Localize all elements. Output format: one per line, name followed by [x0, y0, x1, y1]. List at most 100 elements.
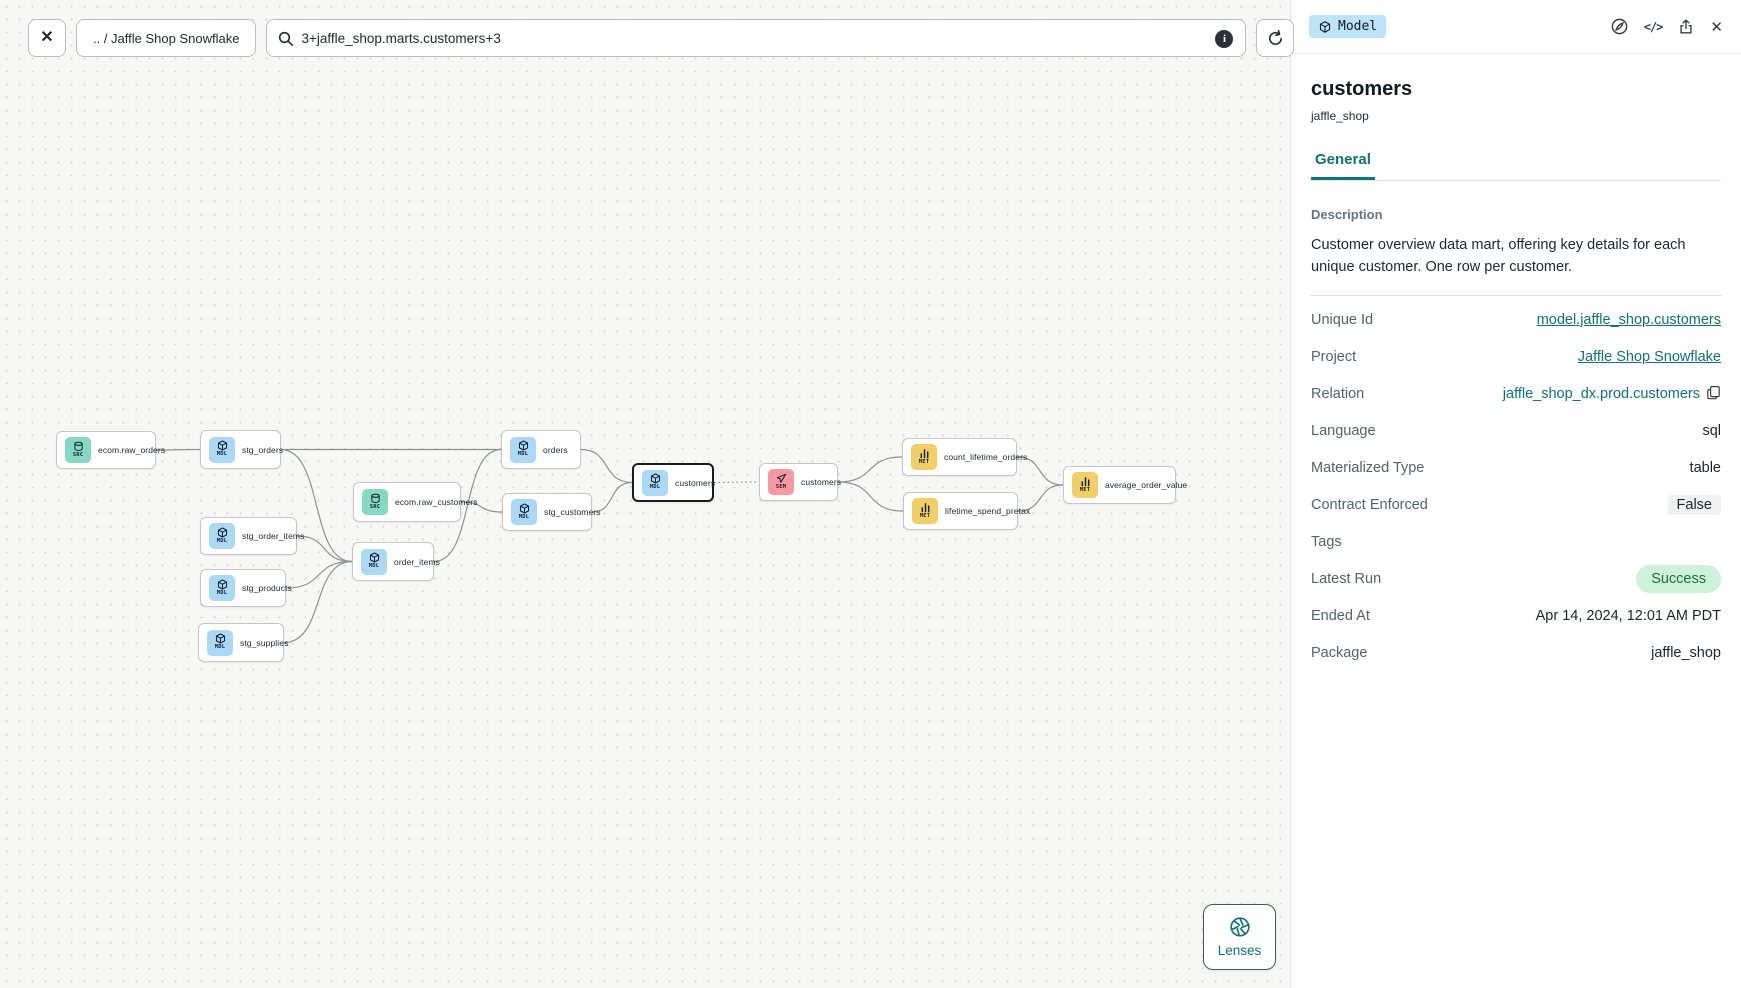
semantic-badge: SEM [775, 483, 787, 490]
share-button[interactable] [1677, 18, 1695, 36]
lineage-edge [837, 481, 904, 512]
graph-node-stg_orders[interactable]: MDL stg_orders [200, 430, 284, 469]
field-label: Materialized Type [1311, 459, 1425, 476]
field-text-value: Apr 14, 2024, 12:01 AM PDT [1535, 607, 1721, 624]
value-badge: False [1667, 494, 1721, 515]
panel-tabs: General [1311, 151, 1721, 181]
lineage-edge [580, 448, 633, 484]
source-badge: SRC [369, 503, 381, 510]
model-badge: MDL [216, 589, 228, 596]
field-row-tags: Tags [1311, 529, 1721, 555]
field-label: Relation [1311, 385, 1365, 402]
lineage-canvas[interactable]: ✕ .. / Jaffle Shop Snowflake i SRCecom.r… [0, 0, 1295, 988]
lineage-edge [296, 535, 353, 563]
field-text-value: jaffle_shop [1651, 644, 1721, 661]
resource-details-panel: Model </> ✕ customers jaffle_shop Genera… [1290, 0, 1741, 988]
close-lineage-button[interactable]: ✕ [28, 19, 66, 57]
field-label: Ended At [1311, 607, 1370, 624]
field-value: table [1690, 459, 1721, 477]
graph-node-label: stg_products [242, 583, 292, 593]
metric-icon: MET [912, 498, 938, 524]
field-value: Success [1636, 564, 1721, 593]
field-value: jaffle_shop [1651, 644, 1721, 662]
field-value: Apr 14, 2024, 12:01 AM PDT [1536, 607, 1721, 625]
lineage-edge [283, 560, 353, 644]
relation-value: jaffle_shop_dx.prod.customers [1502, 385, 1700, 402]
field-label: Tags [1311, 533, 1342, 550]
field-row-relation: Relation jaffle_shop_dx.prod.customers [1311, 381, 1721, 407]
model-badge: MDL [216, 451, 228, 458]
field-label: Language [1311, 422, 1376, 439]
page-title: customers [1311, 78, 1413, 100]
graph-node-raw_customers[interactable]: SRC ecom.raw_customers [353, 482, 477, 522]
graph-node-label: ecom.raw_customers [395, 497, 478, 507]
graph-node-label: ecom.raw_orders [98, 445, 166, 455]
field-link[interactable]: Jaffle Shop Snowflake [1577, 348, 1721, 365]
explore-lineage-button[interactable] [1610, 17, 1629, 36]
tab-general[interactable]: General [1311, 151, 1375, 180]
graph-node-stg_products[interactable]: MDL stg_products [200, 569, 292, 607]
panel-header: Model </> ✕ [1291, 0, 1741, 54]
lenses-label: Lenses [1217, 943, 1262, 958]
model-icon: MDL [207, 629, 233, 656]
search-input[interactable] [301, 30, 1208, 46]
graph-node-label: customers [801, 477, 842, 487]
graph-node-customers_sem[interactable]: SEM customers [759, 463, 842, 501]
package-subtitle: jaffle_shop [1311, 109, 1369, 123]
field-label: Unique Id [1311, 311, 1374, 328]
model-icon: MDL [642, 469, 668, 496]
search-icon [279, 31, 294, 46]
graph-node-label: stg_order_items [242, 531, 305, 541]
graph-node-average_order_value[interactable]: MET average_order_value [1063, 466, 1187, 504]
refresh-button[interactable] [1256, 19, 1295, 57]
field-link[interactable]: model.jaffle_shop.customers [1536, 311, 1721, 328]
graph-node-stg_order_items[interactable]: MDL stg_order_items [200, 517, 304, 555]
lineage-edge [285, 560, 353, 589]
view-code-button[interactable]: </> [1643, 19, 1664, 34]
graph-node-label: order_items [394, 556, 440, 567]
description-text: Customer overview data mart, offering ke… [1311, 237, 1686, 276]
refresh-icon [1268, 29, 1282, 45]
info-icon[interactable]: i [1215, 30, 1234, 48]
field-value: jaffle_shop_dx.prod.customers [1503, 385, 1721, 403]
graph-node-label: stg_orders [242, 444, 284, 455]
lineage-search: i [266, 19, 1247, 57]
lineage-toolbar: ✕ .. / Jaffle Shop Snowflake i [28, 19, 1295, 57]
resource-type-badge: Model [1309, 15, 1387, 38]
graph-node-lifetime_spend_pretax[interactable]: MET lifetime_spend_pretax [903, 492, 1030, 530]
field-label: Contract Enforced [1311, 496, 1428, 513]
graph-node-label: average_order_value [1105, 480, 1188, 490]
panel-actions: </> ✕ [1610, 17, 1723, 36]
model-icon: MDL [510, 436, 536, 463]
lineage-edge [837, 456, 903, 483]
model-badge: MDL [368, 563, 380, 570]
breadcrumb[interactable]: .. / Jaffle Shop Snowflake [76, 19, 257, 57]
field-text-value: sql [1702, 422, 1721, 439]
graph-node-label: lifetime_spend_pretax [945, 506, 1031, 516]
model-icon: MDL [209, 575, 235, 601]
status-badge: Success [1636, 564, 1721, 593]
model-badge: MDL [214, 644, 226, 651]
model-icon: MDL [361, 548, 387, 575]
copy-icon[interactable] [1706, 385, 1721, 400]
description-label: Description [1311, 207, 1383, 222]
graph-node-order_items[interactable]: MDL order_items [352, 542, 440, 581]
lenses-button[interactable]: Lenses [1203, 904, 1276, 970]
field-row-materialized-type: Materialized Type table [1311, 455, 1721, 481]
close-panel-button[interactable]: ✕ [1710, 18, 1723, 36]
metric-badge: MET [1079, 486, 1091, 493]
metric-icon: MET [1072, 472, 1098, 498]
model-badge: MDL [216, 537, 228, 544]
model-icon: MDL [209, 436, 235, 463]
share-icon [1680, 18, 1693, 34]
lenses-aperture-icon [1229, 917, 1250, 937]
resource-type-label: Model [1338, 19, 1378, 34]
